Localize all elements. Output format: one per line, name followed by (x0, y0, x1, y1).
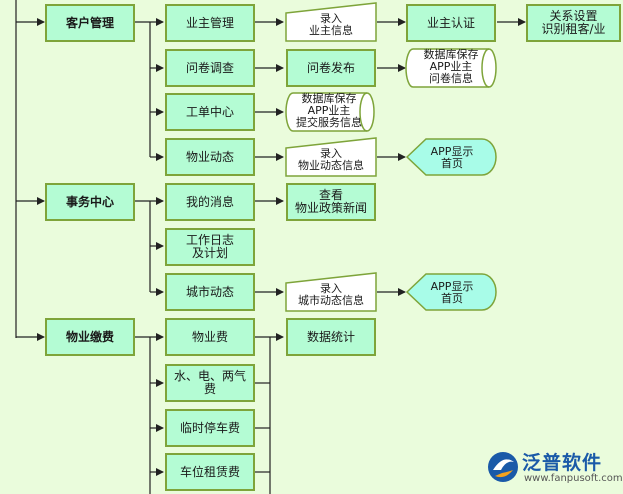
node-city-news: 城市动态 (165, 273, 255, 311)
node-temp-parking: 临时停车费 (165, 409, 255, 447)
brand-logo: 泛普软件 www.fanpusoft.com (486, 444, 623, 490)
manual-input-news (285, 137, 377, 177)
node-survey: 问卷调查 (165, 49, 255, 87)
node-relation-setup: 关系设置 识别租客/业 (526, 4, 621, 42)
node-customer-mgmt: 客户管理 (45, 4, 135, 42)
input-city-label: 录入城市动态信息 (298, 282, 364, 307)
display-app-home-2 (405, 273, 497, 311)
node-ticket-center: 工单中心 (165, 93, 255, 131)
node-space-rent: 车位租赁费 (165, 453, 255, 491)
node-stats: 数据统计 (286, 318, 376, 356)
node-my-messages: 我的消息 (165, 183, 255, 221)
node-property-fee: 物业缴费 (45, 318, 135, 356)
node-property-news: 物业动态 (165, 138, 255, 176)
app-home-2-label: APP显示首页 (431, 280, 474, 305)
node-owner-auth: 业主认证 (406, 4, 496, 42)
app-home-1-label: APP显示首页 (431, 145, 474, 170)
node-property-fee-item: 物业费 (165, 318, 255, 356)
fanpu-logo-icon (488, 452, 518, 482)
brand-url: www.fanpusoft.com (524, 473, 623, 484)
manual-input-owner-info (285, 2, 377, 42)
manual-input-city (285, 272, 377, 312)
node-survey-publish: 问卷发布 (286, 49, 376, 87)
node-owner-mgmt: 业主管理 (165, 4, 255, 42)
display-app-home-1 (405, 138, 497, 176)
node-affairs-center: 事务中心 (45, 183, 135, 221)
node-view-policy: 查看 物业政策新闻 (286, 183, 376, 221)
brand-name: 泛普软件 (522, 452, 603, 474)
node-utilities: 水、电、两气 费 (165, 364, 255, 402)
input-owner-info-label: 录入业主信息 (309, 12, 353, 37)
input-news-label: 录入物业动态信息 (298, 147, 364, 172)
node-work-log: 工作日志 及计划 (165, 228, 255, 266)
